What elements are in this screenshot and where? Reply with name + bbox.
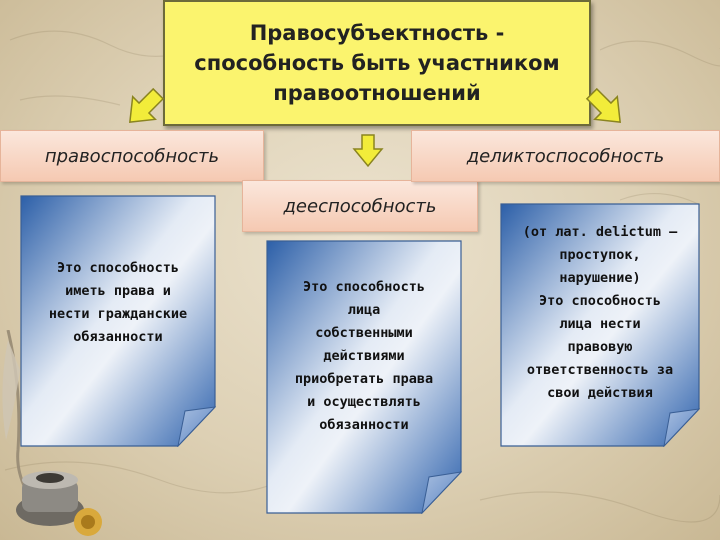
main-title-box: Правосубъектность - способность быть уча… <box>163 0 591 126</box>
category-active-capacity: дееспособность <box>242 180 478 232</box>
card-legal-capacity: Это способность иметь права и нести граж… <box>20 195 216 447</box>
category-tort-capacity: деликтоспособность <box>411 130 720 182</box>
card-tort-capacity-text: (от лат. delictum – проступок, нарушение… <box>522 224 678 401</box>
category-legal-capacity-label: правоспособность <box>44 145 220 167</box>
main-title: Правосубъектность - способность быть уча… <box>194 21 560 105</box>
arrow-down-icon <box>352 134 384 168</box>
category-active-capacity-label: дееспособность <box>283 195 437 217</box>
card-legal-capacity-shape <box>20 195 216 447</box>
card-tort-capacity-shape <box>500 203 700 447</box>
category-tort-capacity-label: деликтоспособность <box>466 145 665 167</box>
arrow-down-left-icon <box>129 87 165 123</box>
card-active-capacity-text: Это способность лица собственными действ… <box>294 279 434 433</box>
card-active-capacity-shape <box>266 240 462 514</box>
card-active-capacity: Это способность лица собственными действ… <box>266 240 462 514</box>
card-tort-capacity: (от лат. delictum – проступок, нарушение… <box>500 203 700 447</box>
category-legal-capacity: правоспособность <box>0 130 264 182</box>
card-legal-capacity-text: Это способность иметь права и нести граж… <box>48 260 188 345</box>
quill-inkwell-icon <box>2 330 102 536</box>
arrow-down-right-icon <box>585 87 621 123</box>
